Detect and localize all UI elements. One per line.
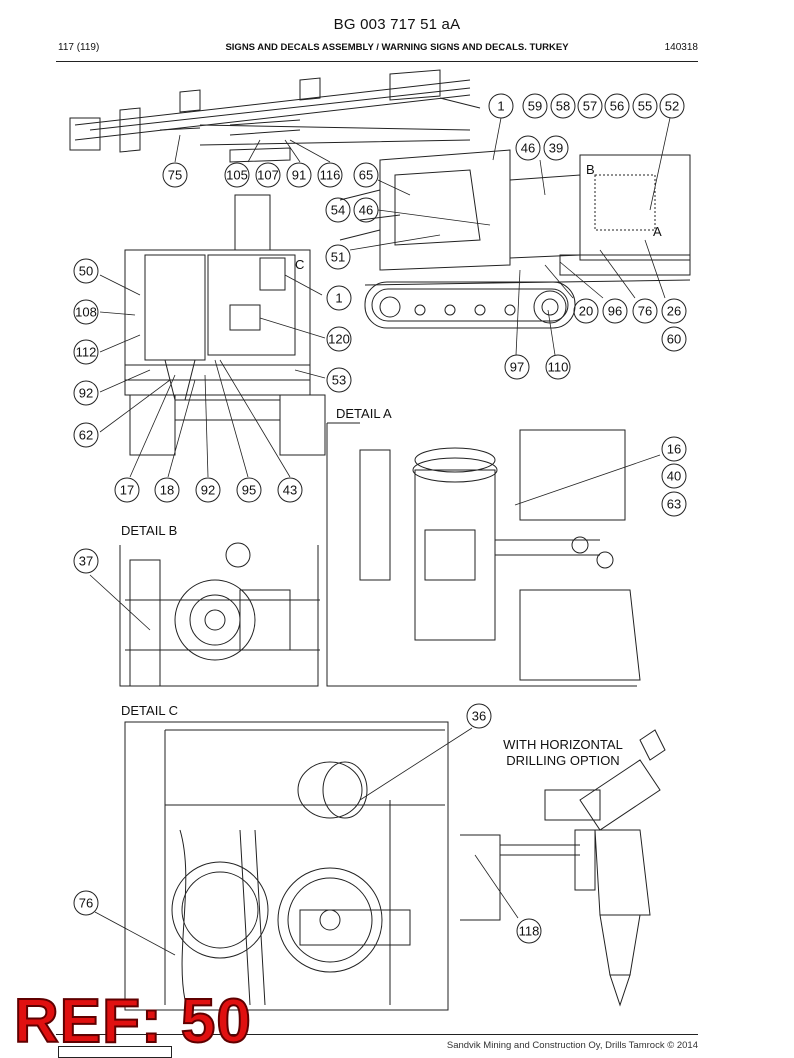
option-label-line1: WITH HORIZONTAL <box>503 737 623 752</box>
detail-b-label: DETAIL B <box>121 523 177 538</box>
callout-label: 108 <box>75 305 97 320</box>
callout-label: 63 <box>667 497 681 512</box>
detail-c-drawing <box>124 721 449 1011</box>
page-number: 117 (119) <box>58 42 100 53</box>
callout-label: 95 <box>242 483 256 498</box>
callout-label: 105 <box>226 168 248 183</box>
callout-label: 62 <box>79 428 93 443</box>
callout-label: 46 <box>521 141 535 156</box>
view-letter-b: B <box>586 162 595 177</box>
document-title: BG 003 717 51 aA <box>333 16 461 33</box>
callout-label: 55 <box>638 99 652 114</box>
callout-label: 53 <box>332 373 346 388</box>
callout-label: 36 <box>472 709 486 724</box>
detail-b-drawing <box>119 542 320 687</box>
callout-label: 26 <box>667 304 681 319</box>
detail-a-drawing <box>326 422 641 687</box>
section-title: SIGNS AND DECALS ASSEMBLY / WARNING SIGN… <box>225 42 569 53</box>
callout-circles <box>73 93 687 944</box>
rear-view <box>124 194 326 456</box>
callout-label: 75 <box>168 168 182 183</box>
detail-a-label: DETAIL A <box>336 406 392 421</box>
option-label-line2: DRILLING OPTION <box>506 753 619 768</box>
callout-label: 107 <box>257 168 279 183</box>
header-rule <box>56 61 698 62</box>
callout-label: 76 <box>79 896 93 911</box>
detail-labels: DETAIL A DETAIL B DETAIL C A B C WITH HO… <box>121 162 662 768</box>
callout-label: 50 <box>79 264 93 279</box>
callout-label: 16 <box>667 442 681 457</box>
callout-label: 1 <box>497 99 504 114</box>
callout-label: 37 <box>79 554 93 569</box>
callout-label: 118 <box>519 924 540 939</box>
callout-label: 57 <box>583 99 597 114</box>
callout-numbers: 1 59 58 57 56 55 52 46 39 75 105 107 91 … <box>75 99 681 939</box>
callout-label: 39 <box>549 141 563 156</box>
callout-label: 43 <box>283 483 297 498</box>
callout-label: 96 <box>608 304 622 319</box>
callout-label: 1 <box>335 291 342 306</box>
callout-label: 60 <box>667 332 681 347</box>
callout-label: 112 <box>76 345 97 360</box>
footer-copyright: Sandvik Mining and Construction Oy, Dril… <box>446 1040 698 1051</box>
callout-label: 46 <box>359 203 373 218</box>
callout-label: 65 <box>359 168 373 183</box>
callout-label: 52 <box>665 99 679 114</box>
boom-drawing <box>69 69 481 163</box>
callout-label: 58 <box>556 99 570 114</box>
document-date: 140318 <box>664 42 698 53</box>
callout-label: 56 <box>610 99 624 114</box>
ref-overlay: REF: 50 <box>13 986 252 1057</box>
callout-label: 20 <box>579 304 593 319</box>
view-letter-a: A <box>653 224 662 239</box>
callout-label: 97 <box>510 360 524 375</box>
callout-label: 40 <box>667 469 681 484</box>
leader-lines <box>89 117 671 956</box>
detail-c-label: DETAIL C <box>121 703 178 718</box>
view-letter-c: C <box>295 257 304 272</box>
callout-label: 91 <box>292 168 306 183</box>
callout-label: 51 <box>331 250 345 265</box>
callout-label: 17 <box>120 483 134 498</box>
callout-label: 116 <box>320 168 341 183</box>
callout-label: 110 <box>548 360 569 375</box>
footer-rule <box>56 1034 698 1035</box>
callout-label: 120 <box>328 332 350 347</box>
horizontal-drilling-drawing <box>460 729 666 1007</box>
callout-label: 76 <box>638 304 652 319</box>
callout-label: 92 <box>79 386 93 401</box>
callout-label: 59 <box>528 99 542 114</box>
callout-label: 92 <box>201 483 215 498</box>
callout-label: 18 <box>160 483 174 498</box>
callout-label: 54 <box>331 203 345 218</box>
